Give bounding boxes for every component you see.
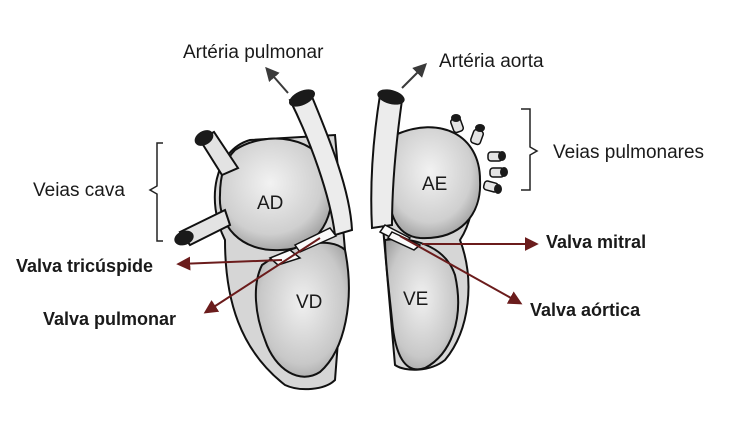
chamber-label-ae: AE <box>422 174 448 195</box>
tricuspid-valve-shape <box>268 249 302 266</box>
mitral-valve-shape <box>386 231 422 251</box>
pulmonary-vein-openings <box>451 114 508 194</box>
chamber-label-ve: VE <box>403 289 429 310</box>
label-veias-cava: Veias cava <box>33 180 125 201</box>
label-valva-mitral: Valva mitral <box>546 232 647 252</box>
arrow-arteria-aorta <box>401 63 427 89</box>
label-arteria-pulmonar: Artéria pulmonar <box>183 42 324 63</box>
chamber-label-vd: VD <box>296 292 323 313</box>
pulmonary-artery <box>288 90 354 237</box>
right-ventricle <box>254 241 350 378</box>
label-valva-pulmonar: Valva pulmonar <box>43 309 177 329</box>
inferior-vena-cava-opening <box>174 230 194 246</box>
label-arteria-aorta: Artéria aorta <box>439 51 544 72</box>
superior-vena-cava-opening <box>194 130 214 146</box>
arrow-valva-aortica <box>399 235 523 305</box>
chamber-label-ad: AD <box>257 193 284 214</box>
label-valva-tricuspide: Valva tricúspide <box>16 256 154 276</box>
aorta <box>370 93 404 230</box>
label-valva-aortica: Valva aórtica <box>530 300 641 320</box>
aorta-opening <box>377 89 405 105</box>
left-ventricle <box>383 238 460 371</box>
veias-pulmonares-bracket <box>521 108 539 191</box>
arrow-arteria-pulmonar <box>265 66 289 94</box>
veias-cava-bracket <box>148 142 163 242</box>
pulmonary-artery-opening <box>288 89 316 107</box>
arrow-valva-pulmonar <box>203 237 321 314</box>
label-veias-pulmonares: Veias pulmonares <box>553 142 705 163</box>
arrow-valva-tricuspide <box>176 256 283 271</box>
